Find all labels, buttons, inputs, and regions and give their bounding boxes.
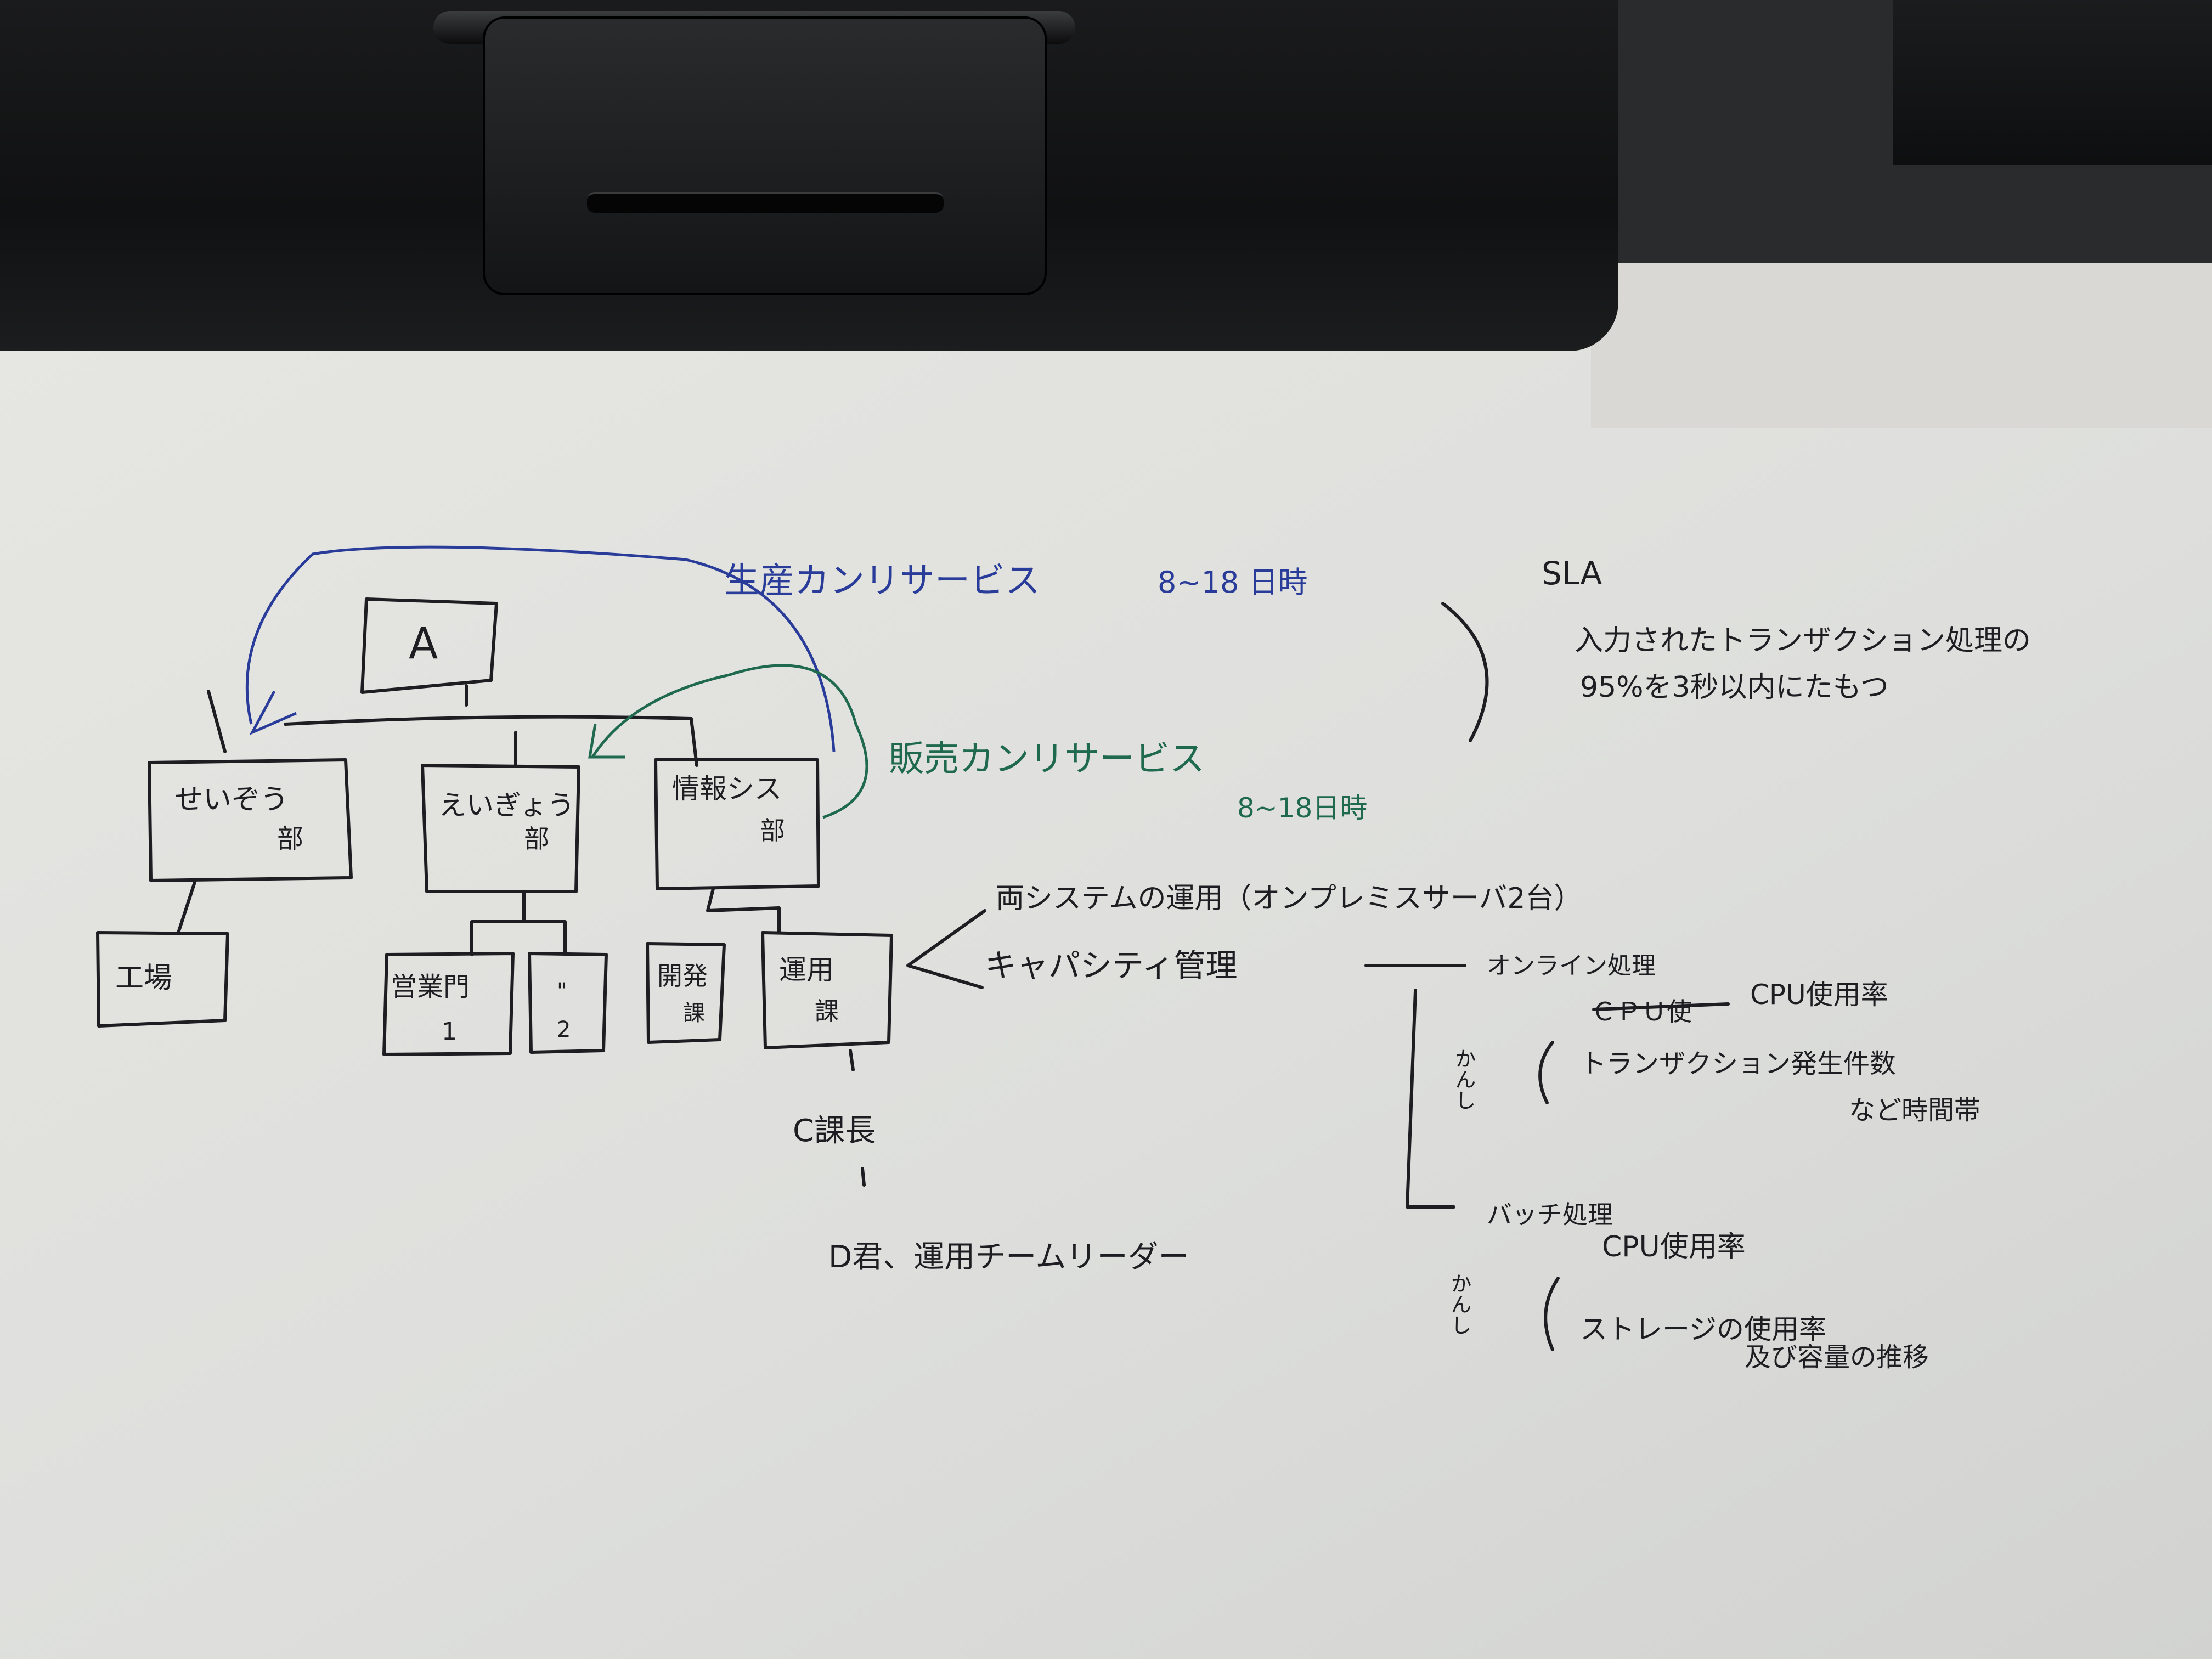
sales-unit-1-line2: 1 xyxy=(442,1018,457,1046)
sla-line2: 95%を3秒以内にたもつ xyxy=(1580,671,1889,704)
dev-line1: 開発 xyxy=(657,961,708,991)
node-a-box xyxy=(360,597,498,694)
dev-line2: 課 xyxy=(683,1001,705,1026)
batch-title: バッチ処理 xyxy=(1487,1200,1613,1229)
dept-sales-line2: 部 xyxy=(524,824,549,854)
sales-unit-1-line1: 営業門 xyxy=(391,972,470,1002)
dept-infosys-line2: 部 xyxy=(760,816,785,845)
clipboard-clip xyxy=(0,0,1618,351)
person-c: C課長 xyxy=(793,1113,876,1149)
dept-box-infosys xyxy=(654,758,820,890)
ops-annotation-2: キャパシティ管理 xyxy=(985,947,1238,984)
batch-item2b: 及び容量の推移 xyxy=(1745,1342,1929,1373)
factory-box xyxy=(96,931,229,1028)
link-infosys-sub xyxy=(706,887,781,934)
factory-label: 工場 xyxy=(115,962,172,995)
dept-production-line1: せいぞう xyxy=(174,783,289,816)
node-a-label: A xyxy=(409,619,438,669)
sla-line1: 入力されたトランザクション処理の xyxy=(1575,624,2031,657)
online-item1: CPU使用率 xyxy=(1750,979,1888,1011)
online-paren xyxy=(1538,1041,1554,1104)
green-hours-label: 8~18日時 xyxy=(1237,792,1367,824)
sales-unit-2-line1: " xyxy=(557,979,567,1004)
green-arrowhead xyxy=(588,724,625,759)
strike-line xyxy=(1592,1002,1730,1011)
ops-line2: 課 xyxy=(815,997,839,1025)
sales-unit-box-1 xyxy=(382,952,515,1056)
online-item2: トランザクション発生件数 xyxy=(1580,1048,1896,1079)
link-sales-sub xyxy=(470,891,567,956)
branch-line xyxy=(284,715,698,767)
dept-sales-line1: えいぎょう xyxy=(439,789,575,821)
ops-box xyxy=(761,931,893,1049)
batch-item1: CPU使用率 xyxy=(1602,1231,1746,1263)
ops-arrow xyxy=(906,909,986,989)
link-c-d xyxy=(861,1167,866,1187)
sales-unit-box-2 xyxy=(528,952,608,1054)
clipboard-edge xyxy=(1893,0,2212,165)
paper-sheet-underlay xyxy=(1591,263,2212,428)
paper-sheet xyxy=(0,296,2212,1659)
clip-tab xyxy=(483,16,1047,295)
dev-box xyxy=(646,942,726,1044)
online-kanshi: かんし xyxy=(1452,1048,1476,1110)
batch-paren xyxy=(1544,1277,1560,1351)
online-title: オンライン処理 xyxy=(1487,952,1656,980)
green-service-label: 販売カンリサービス xyxy=(889,739,1205,780)
dept-box-production xyxy=(148,758,353,882)
person-d: D君、運用チームリーダー xyxy=(828,1239,1189,1275)
ops-line1: 運用 xyxy=(779,954,834,986)
dept-box-sales xyxy=(421,764,580,893)
batch-kanshi: かんし xyxy=(1447,1273,1471,1335)
blue-hours-label: 8~18 日時 xyxy=(1158,565,1307,600)
clip-slot xyxy=(587,192,944,213)
online-item1-struck: ＣＰＵ使 xyxy=(1591,997,1692,1026)
link-factory xyxy=(177,881,196,934)
blue-service-label: 生産カンリサービス xyxy=(724,561,1040,601)
batch-item2: ストレージの使用率 xyxy=(1580,1313,1826,1345)
sales-unit-2-line2: 2 xyxy=(557,1017,571,1042)
mark-production xyxy=(207,690,227,753)
sla-paren xyxy=(1441,602,1489,742)
online-item2b: など時間帯 xyxy=(1849,1095,1980,1126)
bracket-left xyxy=(1406,989,1455,1209)
sla-title: SLA xyxy=(1542,555,1602,592)
dept-infosys-line1: 情報シス xyxy=(672,773,782,805)
dept-production-line2: 部 xyxy=(277,823,303,854)
ops-annotation-1: 両システムの運用（オンプレミスサーバ2台） xyxy=(996,882,1582,915)
green-arc xyxy=(591,664,868,819)
blue-arrowhead xyxy=(249,690,297,736)
link-ops-c xyxy=(849,1049,855,1071)
blue-arc xyxy=(245,545,836,752)
